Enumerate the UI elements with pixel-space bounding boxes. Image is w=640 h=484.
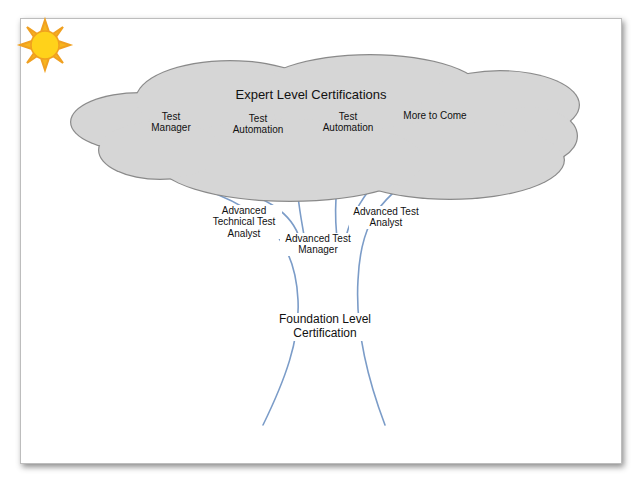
certification-label: Test Automation xyxy=(313,111,383,134)
certification-label: More to Come xyxy=(390,110,480,122)
cloud-outline xyxy=(60,50,580,205)
cloud-heading: Expert Level Certifications xyxy=(191,88,431,103)
branch-label: Advanced Technical Test Analyst xyxy=(206,205,282,240)
certification-label: Test Manager xyxy=(141,111,201,134)
branch-label: Advanced Test Manager xyxy=(280,233,356,256)
cloud-shape: Expert Level CertificationsTest Manager T… xyxy=(60,50,580,205)
trunk-label: Foundation Level Certification xyxy=(263,313,387,341)
certification-label: Test Automation xyxy=(223,113,293,136)
sun xyxy=(20,20,70,70)
branch-label: Advanced Test Analyst xyxy=(349,206,423,229)
